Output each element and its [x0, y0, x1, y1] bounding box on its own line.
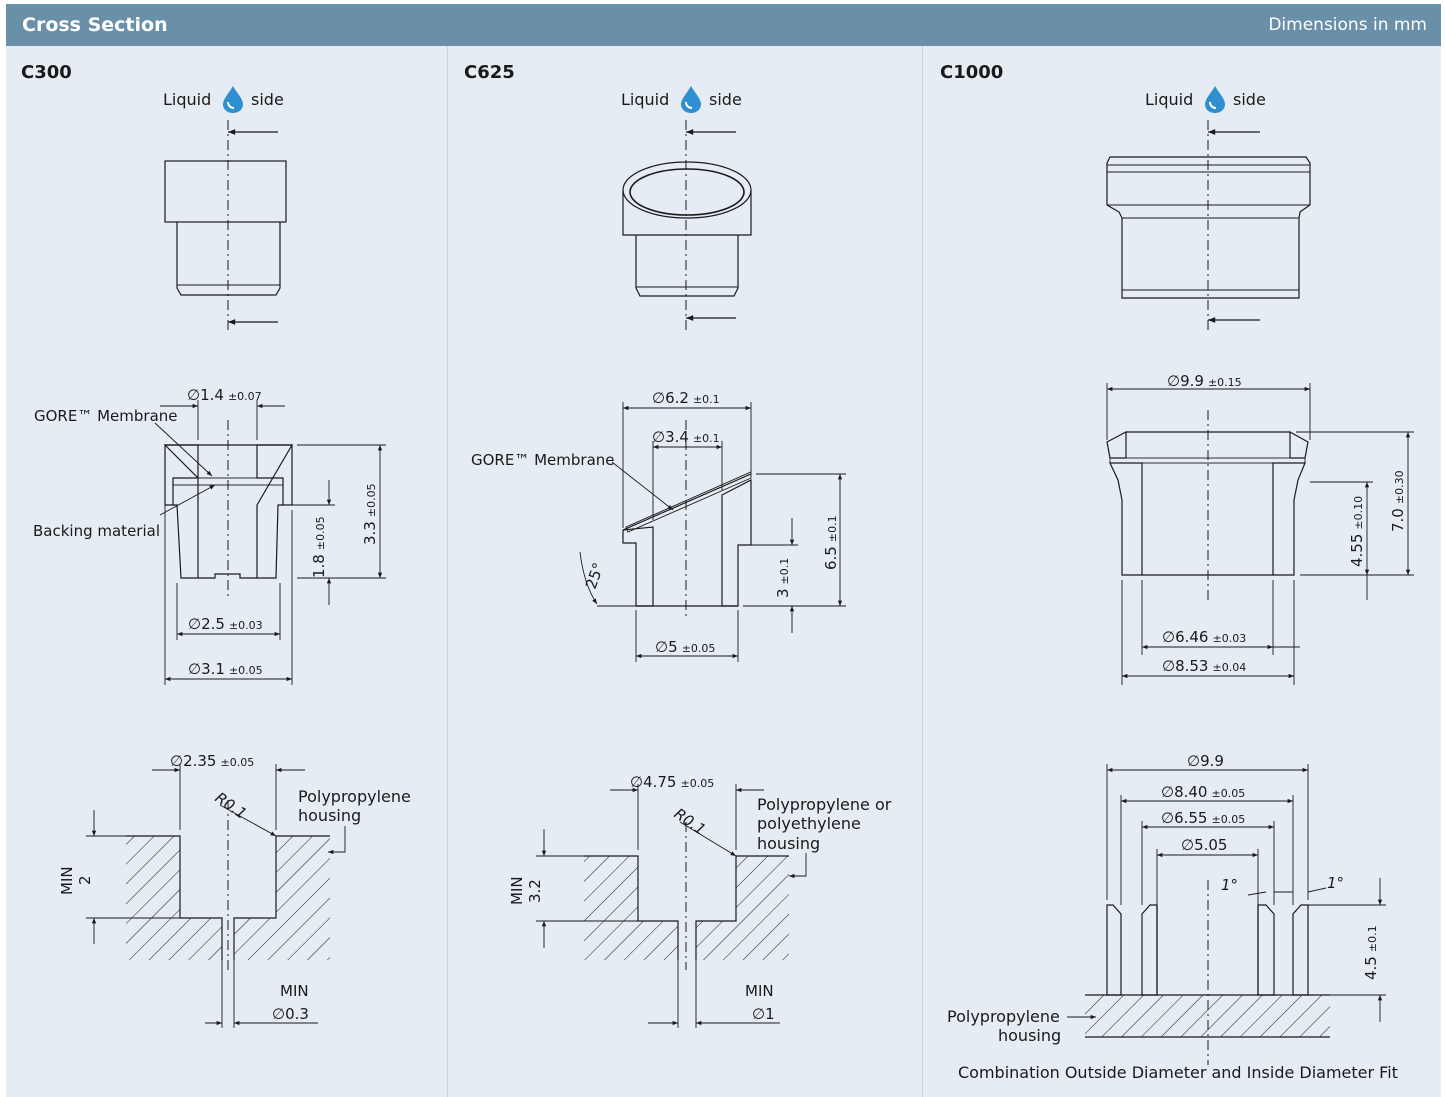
liquid-drop-icon: [1204, 85, 1226, 114]
c1000-fit-dim-1: ∅9.9: [1187, 752, 1224, 770]
c625-angle-label: 25°: [582, 560, 608, 591]
c1000-title: C1000: [940, 62, 1003, 83]
c300-backing-label: Backing material: [33, 522, 160, 540]
c300-side-view: [164, 120, 287, 330]
c625-dim-total-height: 6.5±0.1: [822, 515, 840, 570]
c1000-dim-outer-diameter: ∅8.53±0.04: [1162, 657, 1246, 675]
c625-min-label: MIN: [508, 876, 526, 905]
c625-housing-label-2: polyethylene: [757, 814, 861, 833]
c625-housing-view: ∅4.75±0.05 R0.1 Polypropylene or polyeth…: [508, 773, 892, 1028]
c300-min-hole-value: ∅0.3: [272, 1005, 309, 1023]
c625-section-view: ∅6.2±0.1 ∅3.4±0.1 6.5±0.1 3±0.1 ∅5±0.05 …: [471, 389, 846, 662]
cross-section-panel: Cross Section Dimensions in mm: [6, 4, 1441, 1097]
c1000-column: C1000 Liquid side ∅9.9±0: [940, 62, 1414, 1082]
c625-dim-hole-diameter: ∅4.75±0.05: [630, 773, 714, 791]
c1000-fit-dim-4: ∅5.05: [1181, 836, 1227, 854]
c300-dim-outer-diameter: ∅3.1±0.05: [188, 660, 263, 678]
c1000-dim-total-height: 7.0±0.30: [1389, 470, 1407, 532]
column-divider: [447, 46, 448, 1097]
c625-min-hole-value: ∅1: [752, 1005, 775, 1023]
c1000-housing-label-2: housing: [998, 1026, 1061, 1045]
liquid-drop-icon: [680, 85, 702, 114]
c300-title: C300: [21, 62, 72, 83]
c1000-fit-dim-2: ∅8.40±0.05: [1161, 783, 1245, 801]
c300-membrane-label: GORE™ Membrane: [34, 407, 178, 425]
c300-radius-label: R0.1: [212, 789, 250, 823]
c1000-dim-top-diameter: ∅9.9±0.15: [1167, 372, 1242, 390]
c1000-angle-1: 1°: [1221, 876, 1238, 894]
c625-side-view: [622, 120, 752, 332]
c1000-dim-housing-height: 4.5±0.1: [1362, 925, 1380, 980]
side-label: side: [251, 90, 284, 109]
c625-title: C625: [464, 62, 515, 83]
units-note: Dimensions in mm: [1268, 15, 1427, 35]
side-label: side: [709, 90, 742, 109]
liquid-label: Liquid: [621, 90, 669, 109]
c1000-caption: Combination Outside Diameter and Inside …: [958, 1063, 1398, 1082]
c1000-dim-inner-diameter: ∅6.46±0.03: [1162, 628, 1246, 646]
c300-min-depth: 2: [76, 875, 94, 885]
c625-min-depth: 3.2: [526, 879, 544, 903]
c625-dim-lower-height: 3±0.1: [774, 558, 792, 598]
liquid-drop-icon: [222, 85, 244, 114]
c1000-side-view: [1106, 120, 1311, 330]
liquid-label: Liquid: [1145, 90, 1193, 109]
c625-dim-top-diameter: ∅6.2±0.1: [652, 389, 720, 407]
c300-housing-label-1: Polypropylene: [298, 787, 411, 806]
c300-dim-lower-height: 1.8±0.05: [310, 516, 328, 578]
c1000-angle-2: 1°: [1327, 874, 1344, 892]
c300-min-label: MIN: [58, 866, 76, 895]
c625-radius-label: R0.1: [671, 805, 709, 839]
c1000-housing-label-1: Polypropylene: [947, 1007, 1060, 1026]
c625-membrane-label: GORE™ Membrane: [471, 451, 615, 469]
c300-dim-membrane-diameter: ∅1.4±0.07: [187, 386, 262, 404]
c625-housing-label-1: Polypropylene or: [757, 795, 892, 814]
c625-dim-inner-diameter: ∅3.4±0.1: [652, 428, 720, 446]
c1000-section-view: ∅9.9±0.15 7.0±0.30 4.55±0.10 ∅6.46±0.03 …: [1106, 372, 1414, 685]
c300-housing-view: ∅2.35±0.05 R0.1 Polypropylene housing MI…: [58, 752, 411, 1028]
liquid-label: Liquid: [163, 90, 211, 109]
c625-column: C625 Liquid side ∅6.2±0.1: [464, 62, 892, 1028]
c300-dim-bottom-diameter: ∅2.5±0.03: [188, 615, 263, 633]
c300-column: C300 Liquid side ∅1.4: [21, 62, 411, 1028]
c300-housing-label-2: housing: [298, 806, 361, 825]
c1000-dim-lower-height: 4.55±0.10: [1348, 496, 1366, 567]
c1000-housing-view: ∅9.9 ∅8.40±0.05 ∅6.55±0.05 ∅5.05 1° 1° 4…: [947, 752, 1398, 1082]
c625-housing-label-3: housing: [757, 834, 820, 853]
c300-dim-total-height: 3.3±0.05: [361, 483, 379, 545]
column-divider: [922, 46, 923, 1097]
c1000-fit-dim-3: ∅6.55±0.05: [1161, 809, 1245, 827]
c625-dim-bottom-diameter: ∅5±0.05: [655, 638, 715, 656]
section-title: Cross Section: [22, 14, 168, 36]
c300-section-view: ∅1.4±0.07 3.3±0.05 1.8±0.05 ∅2.5±0.03 ∅3…: [33, 386, 386, 685]
side-label: side: [1233, 90, 1266, 109]
c625-min-hole-label: MIN: [745, 982, 774, 1000]
c300-min-hole-label: MIN: [280, 982, 309, 1000]
section-header: Cross Section Dimensions in mm: [6, 4, 1441, 46]
c300-dim-hole-diameter: ∅2.35±0.05: [170, 752, 254, 770]
